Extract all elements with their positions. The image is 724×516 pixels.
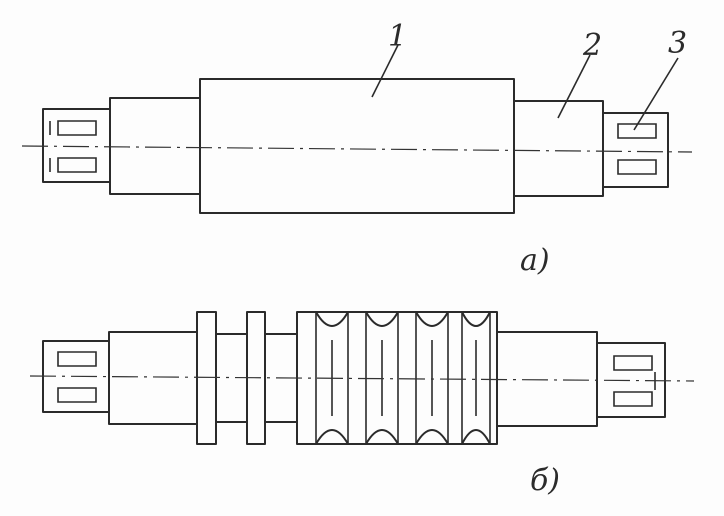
left-coupling-end-a	[42, 108, 111, 183]
leader-line-2	[557, 54, 591, 119]
right-shaft-b	[496, 331, 598, 427]
label-part-2: 2	[582, 28, 602, 63]
leader-line-3	[633, 57, 679, 131]
center-axis-b	[29, 375, 695, 382]
caption-a: a)	[520, 243, 550, 278]
label-part-1: 1	[388, 19, 407, 54]
left-neck-b	[108, 331, 198, 425]
collar-1	[196, 311, 217, 445]
figure-b: б)	[29, 311, 695, 498]
label-part-3: 3	[668, 26, 687, 61]
caption-b: б)	[530, 463, 560, 498]
barrel-part-1	[199, 78, 515, 214]
center-axis-a	[21, 145, 693, 153]
left-neck-a	[109, 97, 201, 195]
coupling-end-part-3	[602, 112, 669, 188]
leader-line-1	[371, 44, 399, 98]
figure-a: 1 2 3 a)	[21, 19, 693, 278]
